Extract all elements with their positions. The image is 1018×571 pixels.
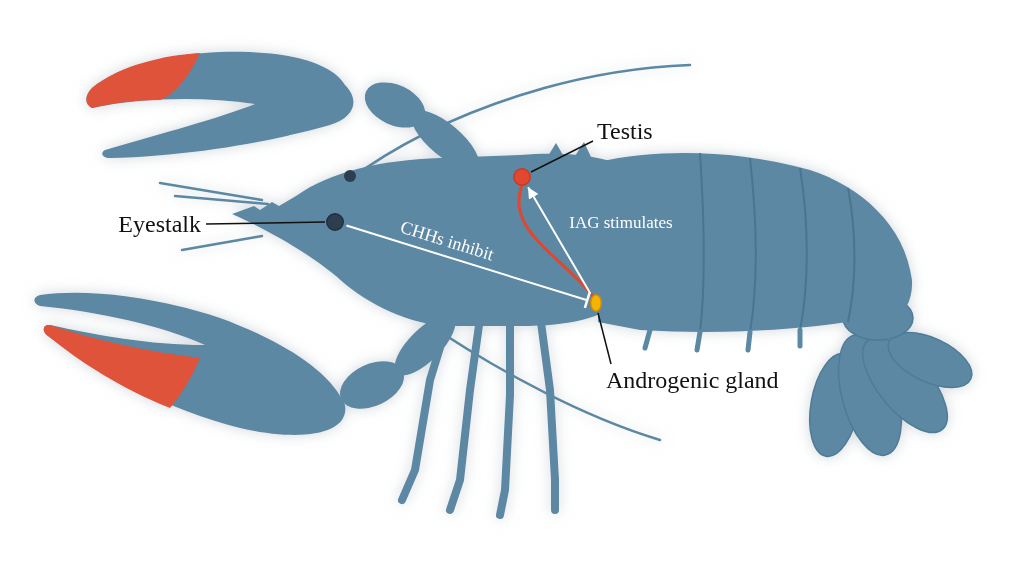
organ-label: Androgenic gland [606,368,779,393]
edge-label: IAG stimulates [569,214,672,232]
leg [402,315,450,500]
leader-lines [206,141,611,364]
antennule [160,183,262,200]
leader-line [206,222,325,224]
claw-tip [44,325,200,408]
eyestalk-organ: Eyestalk [326,213,344,231]
walking-legs [402,315,555,515]
organ-shape [326,213,344,231]
leg [500,318,510,515]
carapace [232,154,618,326]
organ-dot [327,214,344,231]
organ-dot [591,295,602,312]
spike [548,143,563,156]
claw [86,52,353,158]
leg [450,318,480,510]
abdomen [598,153,912,332]
testis-organ: Testis [513,168,531,186]
antennule [182,236,262,250]
androgenic-gland-organ: Androgenic gland [590,294,602,312]
crayfish-body [34,52,980,515]
claw-tip [86,53,200,108]
swimmerets [645,330,800,350]
swimmeret [645,330,650,348]
dorsal-spikes [548,142,591,157]
connector-group [346,187,590,300]
leader-line [598,313,611,364]
vas-deferens [519,185,592,295]
segment-line [800,168,807,330]
organ-dot [514,169,531,186]
segment-line [848,188,854,322]
organ-label: Eyestalk [118,212,201,237]
organ-shape [513,168,531,186]
swimmeret [697,332,700,350]
claw-arm [358,73,433,136]
swimmeret [748,332,750,350]
segment-line [750,158,756,332]
organ-label: Testis [597,119,653,144]
swimmeret [798,330,803,346]
leader-line [531,141,593,172]
segment-line [700,153,704,332]
abdomen-segments [700,153,854,332]
organ-shape [590,294,602,312]
edge-label: CHHs inhibit [398,218,496,265]
claw [34,293,345,435]
leg [540,315,555,510]
eye [344,170,356,182]
antennule [175,196,268,204]
stimulation-arrow [528,187,590,293]
